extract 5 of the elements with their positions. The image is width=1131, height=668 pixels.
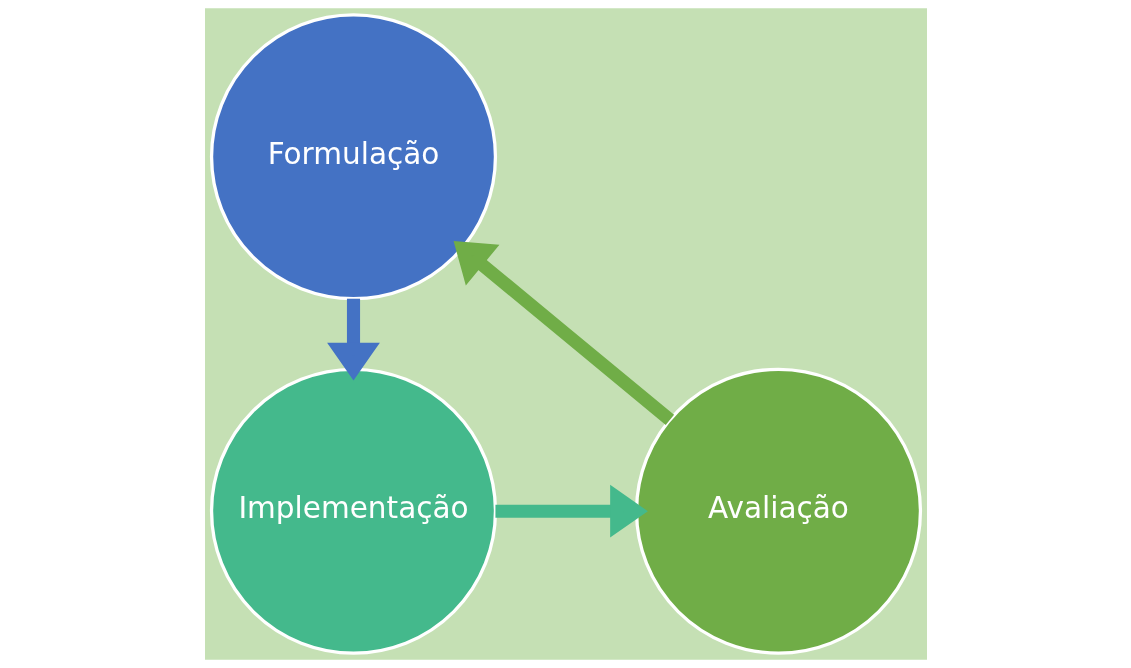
arrow: [494, 484, 648, 538]
node-circle: Implementação: [209, 367, 497, 655]
arrow: [326, 298, 380, 381]
node-circle: Avaliação: [634, 367, 922, 655]
arrow: [453, 241, 674, 425]
